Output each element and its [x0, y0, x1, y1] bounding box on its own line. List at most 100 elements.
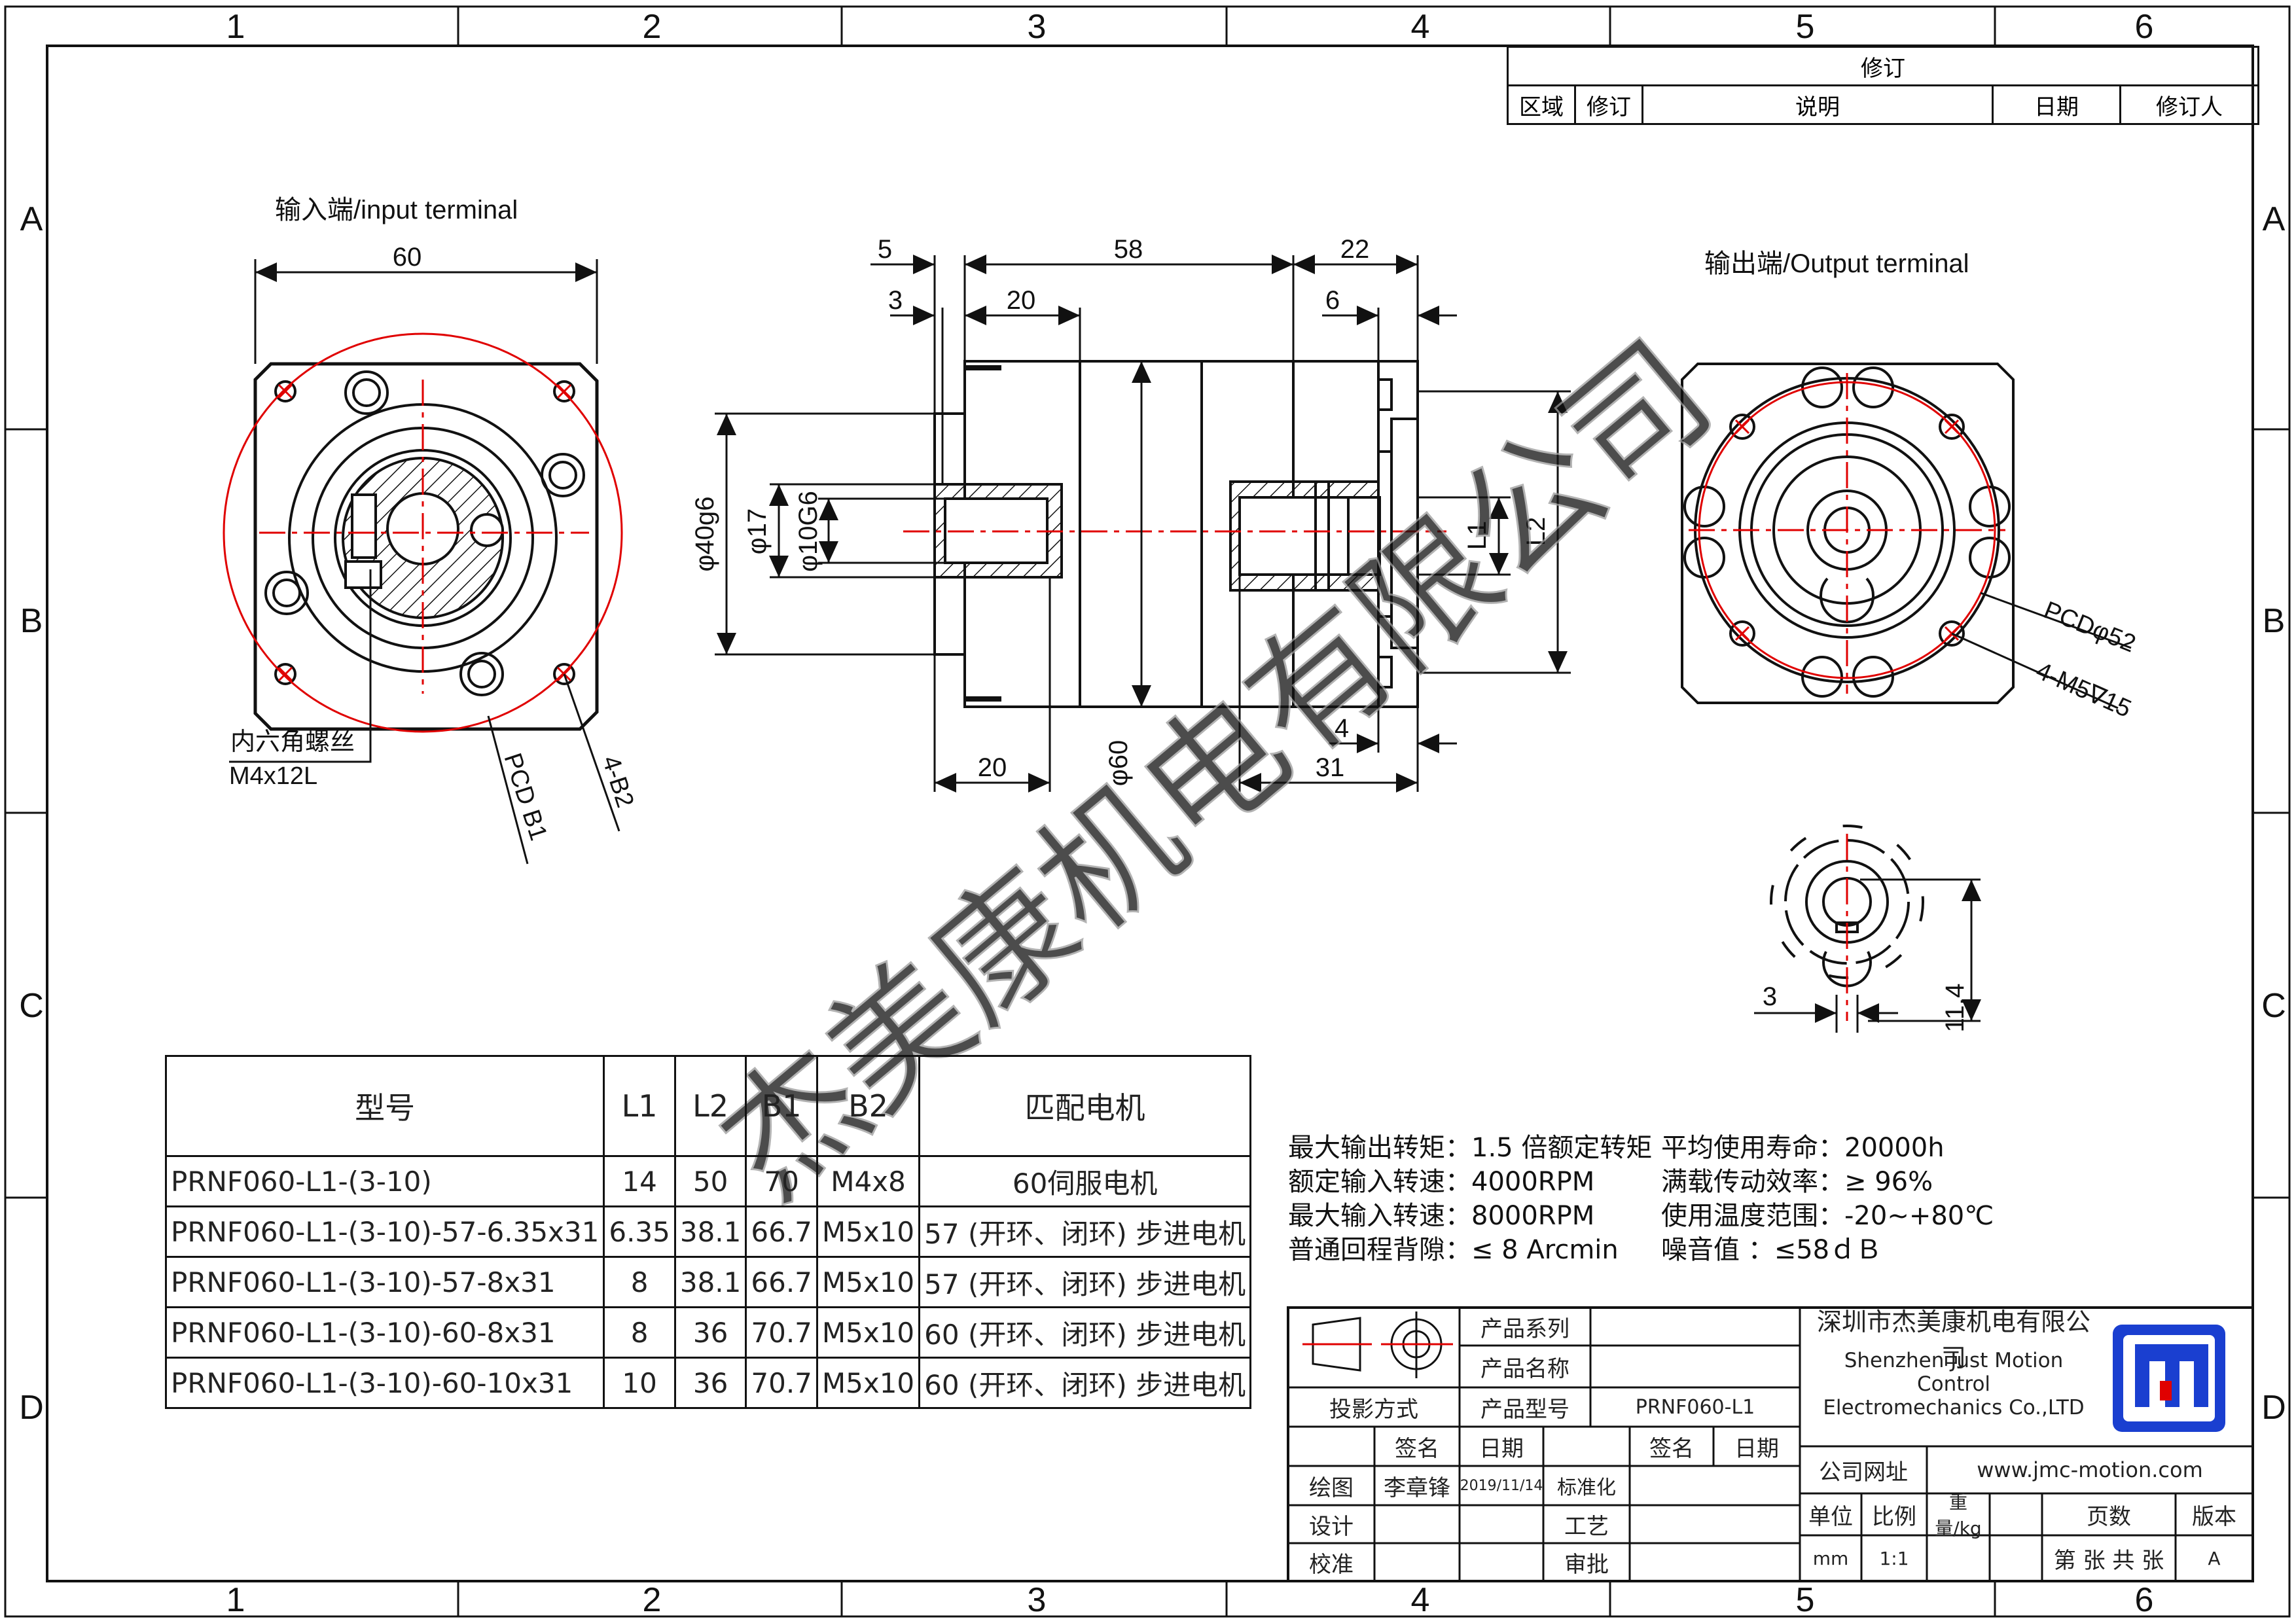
cell: M5x10: [816, 1205, 921, 1258]
col-label-4: 4: [1411, 8, 1430, 46]
col-label-6: 6: [2135, 8, 2154, 46]
drawn-label: 绘图: [1309, 1474, 1354, 1501]
cell: 10: [603, 1357, 676, 1409]
cell: 50: [673, 1155, 747, 1207]
cell: 8: [603, 1256, 676, 1308]
dim-l1: L1: [1463, 521, 1492, 550]
key-dim-11-4: 11.4: [1941, 984, 1969, 1033]
col-label-5-bottom: 5: [1796, 1581, 1815, 1619]
rev-col-person: 修订人: [2119, 84, 2259, 125]
col-label-5: 5: [1796, 8, 1815, 46]
row-label-a: A: [20, 200, 43, 238]
rev-col-date: 日期: [1992, 84, 2121, 125]
dim-phi10: φ10G6: [794, 491, 823, 572]
col-label-1: 1: [226, 8, 245, 46]
spec-row: 普通回程背隙：≤ 8 Arcmin 噪音值 ：≤58ｄＢ: [1288, 1233, 2008, 1267]
hex-screw-spec: M4x12L: [229, 762, 317, 790]
rev-col-area: 区域: [1507, 84, 1576, 125]
dim-60-top: 60: [393, 243, 422, 272]
website-label: 公司网址: [1819, 1459, 1908, 1486]
pages-label: 页数: [2087, 1503, 2131, 1530]
website-link[interactable]: www.jmc-motion.com: [1977, 1457, 2203, 1482]
input-view-title: 输入端/input terminal: [275, 196, 518, 224]
pcd-b1-label: PCD B1: [498, 750, 552, 844]
sign-label-2: 签名: [1649, 1435, 1694, 1462]
col-label-4-bottom: 4: [1411, 1581, 1430, 1619]
dim-l2: L2: [1522, 517, 1551, 546]
output-view-title: 输出端/Output terminal: [1704, 249, 1969, 278]
col-label-2-bottom: 2: [643, 1581, 662, 1619]
row-label-b-right: B: [2263, 602, 2286, 640]
cell: PRNF060-L1-(3-10)-60-8x31: [164, 1306, 605, 1359]
dim-20-bottom: 20: [978, 753, 1007, 782]
input-flange-view: 60 内六角螺丝 M4x12L PCD B1 4-B2: [223, 243, 639, 865]
cell: M5x10: [816, 1256, 921, 1308]
date-label-2: 日期: [1734, 1435, 1779, 1462]
cell: 66.7: [745, 1256, 818, 1308]
spec-item: 最大输出转矩：1.5 倍额定转矩: [1288, 1133, 1653, 1163]
cell: PRNF060-L1-(3-10)-57-6.35x31: [164, 1205, 605, 1258]
header-l1: L1: [603, 1055, 676, 1157]
rev-col-rev: 修订: [1574, 84, 1643, 125]
weight-label: 重量/kg: [1935, 1491, 1982, 1539]
date-label: 日期: [1479, 1435, 1524, 1462]
product-model-label: 产品型号: [1480, 1396, 1570, 1423]
cell: PRNF060-L1-(3-10)-60-10x31: [164, 1357, 605, 1409]
version-label: 版本: [2192, 1503, 2236, 1530]
cell: 60 (开环、闭环) 步进电机: [918, 1357, 1252, 1409]
cell: PRNF060-L1-(3-10)-57-8x31: [164, 1256, 605, 1308]
header-l2: L2: [673, 1055, 747, 1157]
dim-4: 4: [1335, 714, 1349, 743]
row-label-d: D: [19, 1389, 44, 1427]
hex-screw-label: 内六角螺丝: [230, 728, 355, 756]
cell: 8: [603, 1306, 676, 1359]
spec-item: 普通回程背隙：≤ 8 Arcmin: [1288, 1235, 1619, 1265]
unit-label: 单位: [1808, 1503, 1853, 1530]
revision-block: 修订 区域 修订 说明 日期 修订人: [1507, 46, 2259, 125]
standard-label: 标准化: [1557, 1476, 1616, 1499]
scale-label: 比例: [1872, 1503, 1916, 1530]
model-table: 型号 L1 L2 B1 B2 匹配电机 PRNF060-L1-(3-10) 14…: [164, 1055, 1252, 1409]
scale-value: 1:1: [1879, 1547, 1909, 1569]
row-label-c: C: [19, 987, 44, 1025]
col-label-6-bottom: 6: [2135, 1581, 2154, 1619]
dim-phi40: φ40g6: [691, 497, 719, 572]
spec-item: 噪音值 ：≤58ｄＢ: [1661, 1235, 1882, 1265]
table-row: PRNF060-L1-(3-10)-60-8x31 8 36 70.7 M5x1…: [164, 1306, 1252, 1359]
col-label-3-bottom: 3: [1028, 1581, 1047, 1619]
revision-title: 修订: [1507, 46, 2259, 86]
process-label: 工艺: [1564, 1513, 1609, 1540]
row-label-a-right: A: [2263, 200, 2286, 238]
product-model-value: PRNF060-L1: [1635, 1395, 1755, 1419]
col-label-3: 3: [1028, 8, 1047, 46]
cell: 36: [673, 1357, 747, 1409]
spec-row: 最大输出转矩：1.5 倍额定转矩平均使用寿命：20000h: [1288, 1131, 2008, 1165]
dim-31: 31: [1316, 753, 1345, 782]
rev-col-desc: 说明: [1641, 84, 1994, 125]
projection-label: 投影方式: [1329, 1396, 1418, 1423]
dim-58: 58: [1114, 235, 1143, 264]
dim-phi60: φ60: [1104, 740, 1133, 786]
sign-label: 签名: [1395, 1435, 1439, 1462]
b2-label: 4-B2: [596, 753, 639, 811]
pages-value: 第 张 共 张: [2053, 1547, 2164, 1574]
design-label: 设计: [1309, 1513, 1354, 1540]
cell: 6.35: [603, 1205, 676, 1258]
cell: M5x10: [816, 1306, 921, 1359]
pcd52-label: PCDφ52: [2040, 596, 2140, 658]
check-label: 校准: [1309, 1551, 1354, 1578]
m5-label: 4-M5∇15: [2032, 657, 2135, 723]
cell: 57 (开环、闭环) 步进电机: [918, 1205, 1252, 1258]
header-model: 型号: [164, 1055, 605, 1157]
cell: 38.1: [673, 1205, 747, 1258]
row-label-b: B: [20, 602, 43, 640]
dim-6: 6: [1325, 286, 1340, 315]
product-series-label: 产品系列: [1480, 1315, 1570, 1342]
spec-item: 额定输入转速：4000RPM: [1288, 1167, 1595, 1197]
cell: 60伺服电机: [918, 1155, 1252, 1207]
company-name-cn: 深圳市杰美康机电有限公司: [1816, 1308, 2090, 1372]
cell: 36: [673, 1306, 747, 1359]
table-row: PRNF060-L1-(3-10)-60-10x31 10 36 70.7 M5…: [164, 1357, 1252, 1409]
